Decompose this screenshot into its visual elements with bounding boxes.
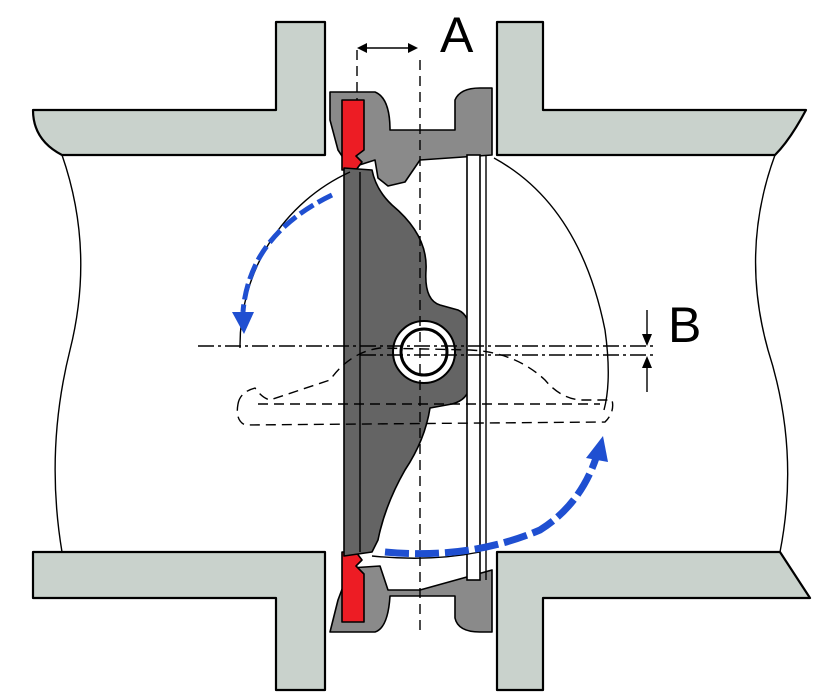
lower-left-pipe-wall: [31, 550, 327, 692]
lower-rotation-arrow: [384, 456, 600, 558]
disc-swing-arc-lower: [371, 551, 481, 559]
lower-rotation-arrowhead: [586, 436, 608, 462]
lower-seat-ring: [341, 551, 365, 623]
label-b: B: [668, 297, 701, 353]
dimension-b-arrow-up: [642, 356, 652, 368]
left-pipe-bore-edge: [54, 154, 82, 553]
lower-right-pipe-wall: [495, 550, 812, 692]
upper-left-pipe-wall: [31, 20, 327, 157]
valve-body-lower: [329, 565, 493, 633]
shaft-hub-inner: [399, 327, 449, 377]
dimension-a-arrow-right: [408, 43, 418, 53]
label-a: A: [440, 7, 474, 63]
upper-right-pipe-wall: [495, 20, 808, 157]
right-pipe-bore-edge: [754, 154, 789, 553]
dimension-a-arrow-left: [357, 43, 367, 53]
retainer-plate: [466, 154, 481, 581]
disc-swing-arc: [239, 171, 351, 349]
open-disc-outline: [236, 347, 614, 426]
upper-rotation-arrowhead: [232, 312, 254, 334]
disc-swing-arc-right: [493, 157, 609, 411]
upper-rotation-arrow: [240, 192, 334, 313]
valve-body-upper: [329, 87, 493, 187]
dimension-b-arrow-down: [642, 334, 652, 346]
